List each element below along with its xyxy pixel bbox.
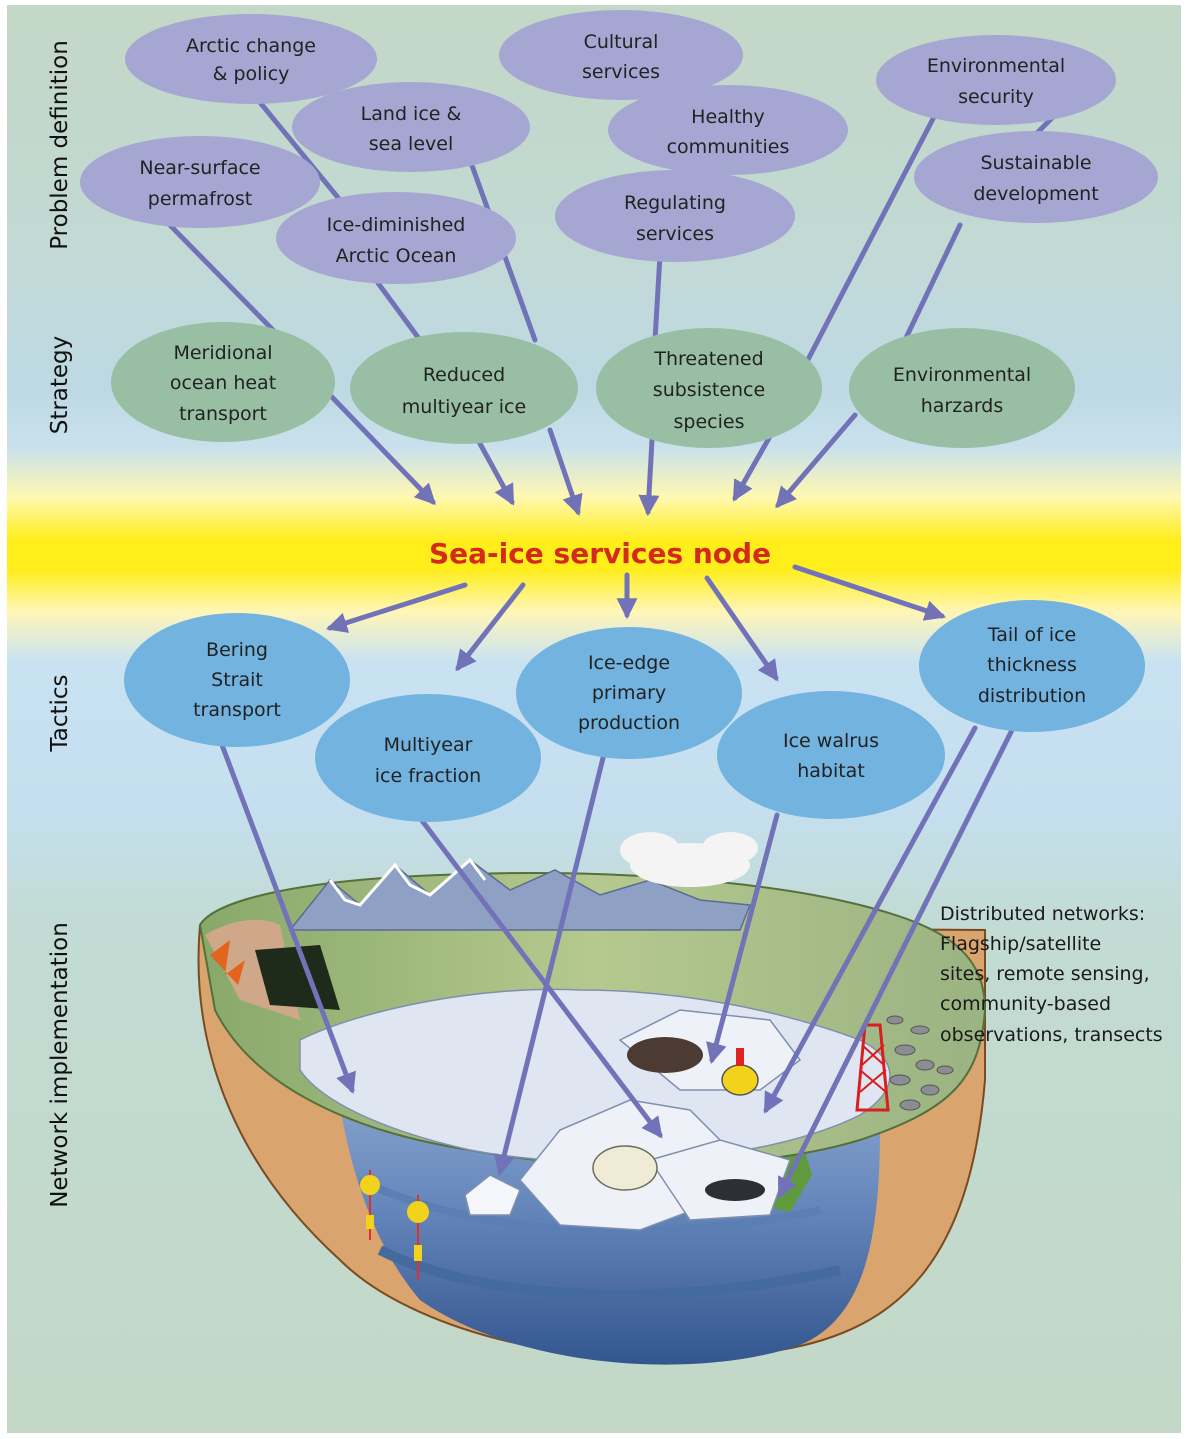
node-title: Sea-ice services node	[429, 537, 771, 570]
arctic-landscape-block	[197, 832, 987, 1365]
side-label-tactics: Tactics	[47, 674, 73, 752]
ellipse-arctic-change: Arctic change& policy	[125, 14, 377, 104]
network-note: Distributed networks: Flagship/satellite…	[940, 903, 1163, 1046]
ellipse-land-ice: Land ice &sea level	[292, 82, 530, 172]
svg-text:Land ice &sea level: Land ice &sea level	[361, 103, 462, 155]
buoy-icon	[721, 1048, 759, 1096]
side-label-problem: Problem definition	[47, 40, 73, 250]
tower-icon	[855, 1023, 890, 1112]
seal-icon	[705, 1179, 765, 1201]
side-label-network: Network implementation	[47, 922, 73, 1208]
walrus-icon	[627, 1037, 703, 1073]
side-label-strategy: Strategy	[47, 336, 73, 435]
svg-text:Arctic change& policy: Arctic change& policy	[186, 35, 316, 85]
arrows	[157, 89, 1058, 1199]
mooring-icon	[360, 1170, 429, 1280]
polar-bear-icon	[592, 1145, 658, 1191]
